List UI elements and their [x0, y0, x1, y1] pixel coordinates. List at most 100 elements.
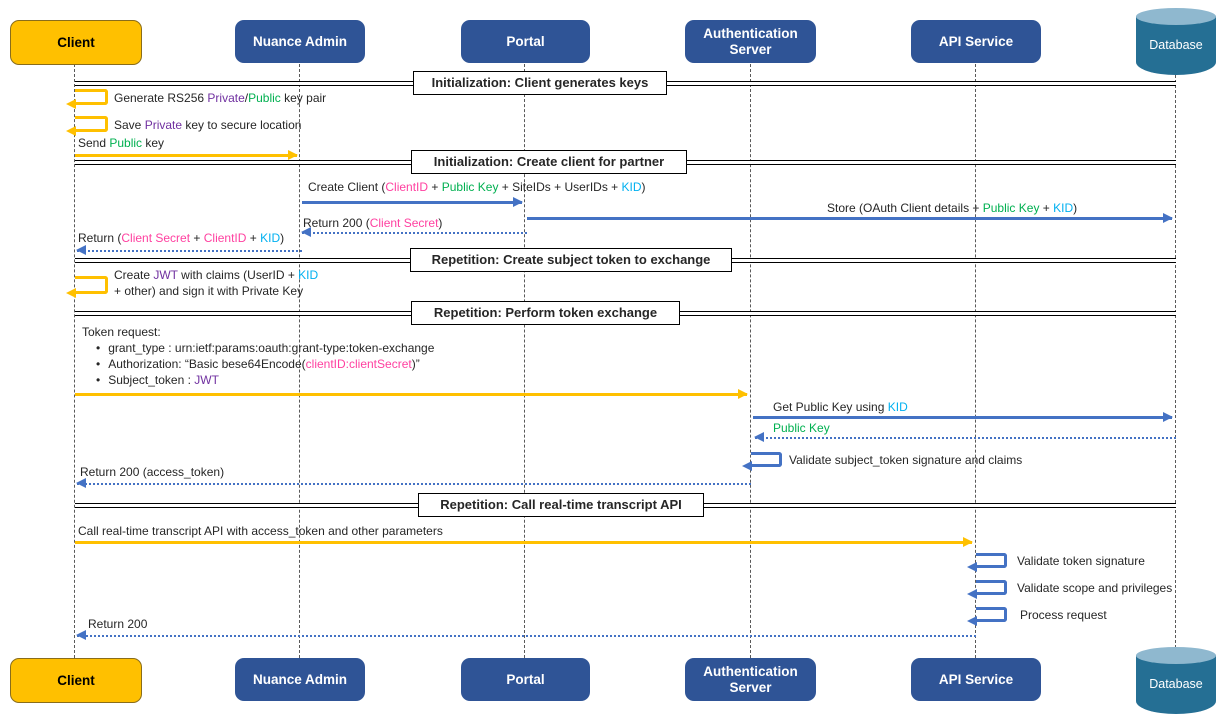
- msg-segment: Public: [109, 136, 143, 150]
- loop-save-private-key: [66, 116, 108, 136]
- msg-return-secret-id-kid: Return (Client Secret + ClientID + KID): [78, 231, 284, 245]
- msg-segment: Client Secret: [121, 231, 191, 245]
- msg-create-jwt-line1: Create JWT with claims (UserID + KID: [114, 268, 318, 282]
- msg-segment: +: [246, 231, 261, 245]
- loop-generate-keys: [66, 89, 108, 109]
- msg-public-key: Public Key: [773, 421, 830, 435]
- msg-segment: ClientID: [203, 231, 247, 245]
- msg-segment: Create Client (: [308, 180, 386, 194]
- msg-segment: Return 200 (: [303, 216, 370, 230]
- actor-database-bottom: Database: [1136, 647, 1216, 714]
- database-label: Database: [1149, 677, 1203, 691]
- actor-database-top: Database: [1136, 8, 1216, 75]
- loop-validate-token-signature: [967, 553, 1007, 572]
- msg-segment: KID: [260, 231, 281, 245]
- msg-segment: KID: [298, 268, 319, 282]
- msg-segment: with claims (UserID +: [177, 268, 299, 282]
- msg-segment: JWT: [194, 373, 219, 387]
- msg-bullet-subject-token: • Subject_token : JWT: [96, 373, 219, 387]
- arrow-public-key-return: [754, 432, 1176, 442]
- divider-init-keys: Initialization: Client generates keys: [413, 71, 667, 95]
- msg-segment: clientID:clientSecret: [305, 357, 412, 371]
- msg-segment: KID: [887, 400, 908, 414]
- msg-segment: JWT: [153, 268, 178, 282]
- msg-segment: Authorization: “Basic bese64Encode(: [108, 357, 306, 371]
- msg-segment: Send: [78, 136, 110, 150]
- msg-segment: Private: [207, 91, 245, 105]
- msg-generate-keys: Generate RS256 Private/Public key pair: [114, 91, 326, 105]
- msg-return-200: Return 200: [88, 617, 148, 631]
- msg-bullet-authorization: • Authorization: “Basic bese64Encode(clie…: [96, 357, 420, 371]
- msg-segment: +: [428, 180, 442, 194]
- bullet-icon: •: [96, 373, 101, 387]
- database-cylinder-body: [1136, 655, 1216, 714]
- actor-client-bottom: Client: [10, 658, 142, 703]
- msg-segment: Generate RS256: [114, 91, 208, 105]
- database-cylinder-ellipse-icon: [1136, 8, 1216, 25]
- msg-call-api: Call real-time transcript API with acces…: [78, 524, 443, 538]
- msg-segment: ): [1073, 201, 1078, 215]
- msg-segment: Client Secret: [369, 216, 439, 230]
- msg-segment: KID: [1053, 201, 1074, 215]
- arrow-create-client: [302, 197, 523, 207]
- lifeline-client: [74, 64, 75, 658]
- msg-segment: /: [244, 91, 249, 105]
- msg-create-jwt-line2: + other) and sign it with Private Key: [114, 284, 304, 298]
- loop-validate-subject-token: [742, 452, 782, 471]
- msg-segment: key: [142, 136, 165, 150]
- msg-segment: key to secure location: [182, 118, 302, 132]
- msg-segment: )”: [411, 357, 420, 371]
- arrow-send-public-key: [75, 150, 298, 160]
- msg-send-public-key: Send Public key: [78, 136, 164, 150]
- msg-segment: Return (: [78, 231, 122, 245]
- loop-process-request: [967, 607, 1007, 626]
- msg-segment: Subject_token :: [108, 373, 195, 387]
- msg-segment: ClientID: [385, 180, 429, 194]
- msg-validate-subject-token: Validate subject_token signature and cla…: [789, 453, 1023, 467]
- msg-segment: Get Public Key using: [773, 400, 888, 414]
- msg-bullet-grant-type: • grant_type : urn:ietf:params:oauth:gran…: [96, 341, 434, 355]
- bullet-icon: •: [96, 357, 101, 371]
- msg-store: Store (OAuth Client details + Public Key…: [827, 201, 1077, 215]
- loop-validate-scope: [967, 580, 1007, 599]
- msg-segment: +: [190, 231, 204, 245]
- actor-nuance-admin-top: Nuance Admin: [235, 20, 365, 63]
- msg-segment: Public: [248, 91, 281, 105]
- msg-validate-token-signature: Validate token signature: [1017, 554, 1145, 568]
- loop-arrowhead-icon: [967, 589, 977, 599]
- msg-segment: +: [1039, 201, 1054, 215]
- msg-segment: key pair: [280, 91, 327, 105]
- loop-arrowhead-icon: [66, 126, 76, 136]
- msg-token-request-title: Token request:: [82, 325, 161, 339]
- msg-return-access-token: Return 200 (access_token): [80, 465, 225, 479]
- actor-api-service-top: API Service: [911, 20, 1041, 63]
- msg-segment: Authorization: “Basic bese64Encode(clien…: [108, 357, 420, 371]
- divider-create-client: Initialization: Create client for partne…: [411, 150, 687, 174]
- loop-create-jwt: [66, 276, 108, 298]
- database-cylinder-ellipse-icon: [1136, 647, 1216, 664]
- loop-arrowhead-icon: [742, 461, 752, 471]
- msg-segment: Public Key: [982, 201, 1040, 215]
- loop-arrowhead-icon: [967, 616, 977, 626]
- actor-api-service-bottom: API Service: [911, 658, 1041, 701]
- arrow-return-200: [76, 630, 976, 640]
- msg-get-public-key: Get Public Key using KID: [773, 400, 908, 414]
- msg-segment: ): [641, 180, 646, 194]
- msg-return-200-client-secret: Return 200 (Client Secret): [303, 216, 442, 230]
- arrow-store: [527, 213, 1173, 223]
- arrow-call-api: [75, 537, 973, 547]
- bullet-icon: •: [96, 341, 101, 355]
- divider-call-api: Repetition: Call real-time transcript AP…: [418, 493, 704, 517]
- msg-segment: KID: [621, 180, 642, 194]
- arrow-return-200-client-secret: [301, 227, 527, 237]
- divider-token-exchange: Repetition: Perform token exchange: [411, 301, 680, 325]
- arrow-get-public-key: [753, 412, 1173, 422]
- msg-segment: Public Key: [441, 180, 499, 194]
- msg-segment: grant_type : urn:ietf:params:oauth:grant…: [108, 341, 435, 355]
- lifeline-nuance-admin: [299, 64, 300, 658]
- actor-portal-bottom: Portal: [461, 658, 590, 701]
- msg-segment: Store (OAuth Client details +: [827, 201, 983, 215]
- actor-client-top: Client: [10, 20, 142, 65]
- database-label: Database: [1149, 38, 1203, 52]
